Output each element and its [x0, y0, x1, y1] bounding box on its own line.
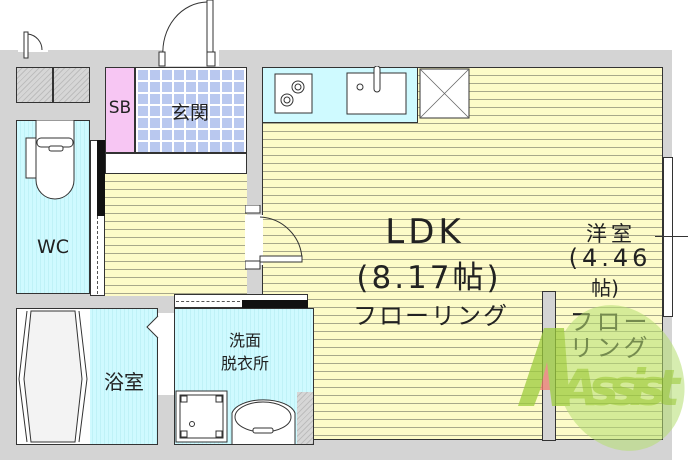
ldk-door-opening	[245, 215, 263, 265]
shoebox-storage	[105, 67, 135, 153]
refrigerator-space-icon	[419, 68, 470, 119]
bathtub-icon	[18, 310, 88, 443]
washroom-pipe-space	[297, 392, 313, 444]
wc-label: WC	[36, 236, 70, 258]
washroom-label-2: 脱衣所	[220, 354, 269, 373]
washing-machine-space-icon	[175, 390, 228, 443]
entrance-door-swing-icon[interactable]	[155, 0, 225, 68]
wc-door-track	[97, 216, 98, 294]
meter-box-left	[16, 67, 53, 103]
bath-label: 浴室	[104, 370, 144, 394]
ldk-door-swing-icon[interactable]	[245, 205, 315, 275]
western-room-label: 洋室	[586, 222, 636, 246]
washroom-sliding-door-panel[interactable]	[242, 300, 308, 308]
hallway-floor	[105, 174, 247, 296]
entrance-label: 玄関	[170, 102, 209, 124]
western-room-size-1: (4.46	[568, 244, 652, 272]
small-door-swing-icon	[23, 31, 43, 59]
kitchen-sink-icon[interactable]	[346, 66, 408, 116]
bath-door-opening[interactable]	[158, 313, 174, 395]
dimension-tick	[655, 236, 688, 237]
entrance-step	[105, 153, 247, 174]
bath-door-fold-icon	[146, 315, 159, 339]
meter-box-right	[53, 67, 90, 103]
shoebox-label: SB	[108, 98, 132, 118]
entrance-door-opening	[163, 48, 219, 66]
right-window[interactable]	[663, 157, 673, 317]
wash-basin-icon	[231, 399, 296, 444]
ldk-label: LDK	[385, 212, 465, 252]
svg-text:Assist: Assist	[556, 359, 682, 417]
entrance-tile-floor	[135, 67, 247, 153]
washroom-door-track	[176, 301, 240, 302]
assist-watermark-logo: Assist	[518, 305, 685, 451]
western-room-size-2: 帖)	[591, 276, 619, 300]
ldk-size: (8.17帖)	[356, 260, 502, 296]
toilet-icon	[25, 120, 75, 200]
washroom-label-1: 洗面	[228, 331, 261, 350]
wc-sliding-door-panel[interactable]	[97, 140, 105, 216]
stove-icon[interactable]	[274, 73, 314, 115]
ldk-floor-type: フローリング	[353, 302, 509, 330]
